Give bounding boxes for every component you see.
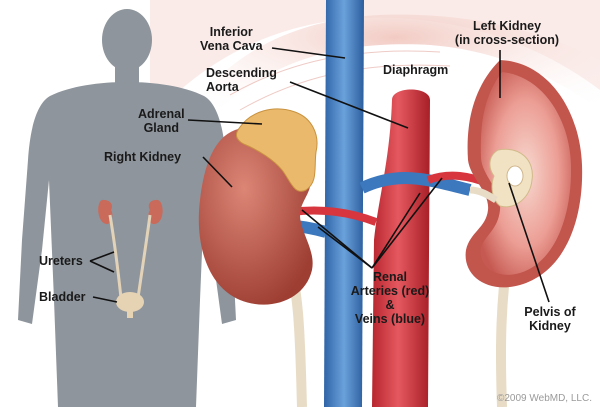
vena-cava-shape (324, 0, 364, 407)
mini-urinary-system (98, 199, 163, 318)
label-right-kidney: Right Kidney (104, 150, 182, 164)
label-renal-vessels: Renal Arteries (red) & Veins (blue) (350, 270, 430, 326)
label-adrenal-gland: Adrenal Gland (138, 107, 185, 135)
adrenal-gland-shape (235, 108, 318, 192)
label-inferior-vena-cava: Inferior Vena Cava (200, 25, 263, 53)
label-pelvis-of-kidney: Pelvis of Kidney (524, 305, 576, 333)
label-descending-aorta: Descending Aorta (206, 66, 277, 94)
left-kidney-cross-section (465, 60, 583, 288)
label-left-kidney: Left Kidney (in cross-section) (454, 19, 560, 47)
leader-lines (89, 47, 550, 303)
right-renal-artery (291, 206, 378, 226)
body-silhouette (18, 9, 236, 407)
label-ureters: Ureters (39, 254, 83, 268)
left-renal-vein (359, 172, 472, 196)
label-diaphragm: Diaphragm (383, 63, 449, 77)
label-bladder: Bladder (39, 290, 86, 304)
descending-aorta-shape (372, 89, 430, 407)
copyright-notice: ©2009 WebMD, LLC. (496, 393, 592, 404)
